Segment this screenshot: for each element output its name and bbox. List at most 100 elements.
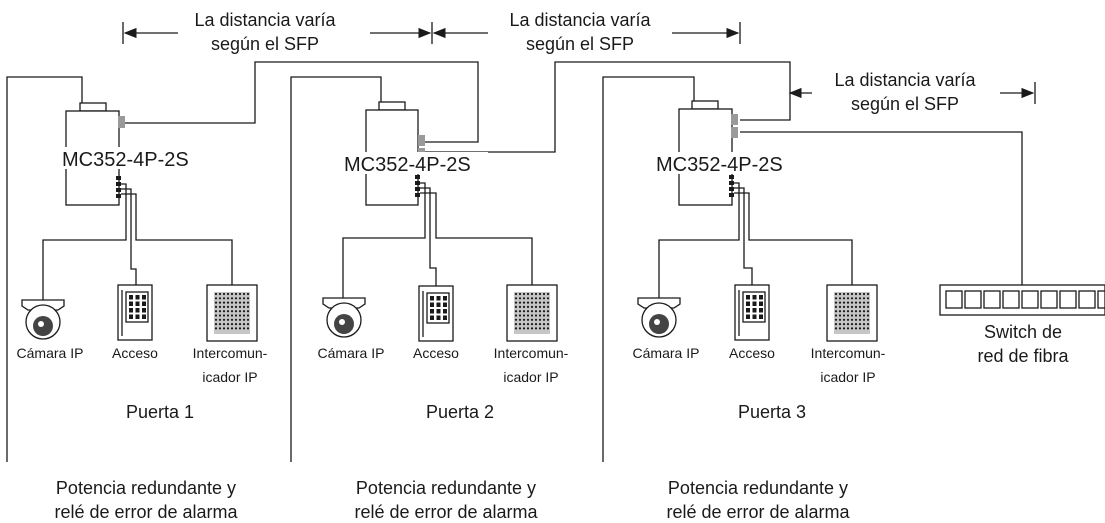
keypad-key — [746, 314, 750, 319]
speaker-hole — [862, 297, 866, 300]
speaker-hole — [838, 327, 842, 330]
keypad-key — [746, 308, 750, 313]
speaker-hole — [514, 297, 518, 300]
distance-annotation-2: La distancia varía según el SFP — [432, 10, 741, 54]
speaker-hole — [246, 327, 250, 330]
speaker-hole — [538, 305, 542, 308]
speaker-hole — [242, 305, 246, 308]
keypad-key — [752, 314, 757, 319]
speaker-hole — [230, 314, 234, 317]
speaker-hole — [842, 301, 846, 304]
speaker-hole — [842, 327, 846, 330]
keypad-key — [135, 308, 140, 313]
speaker-hole — [222, 292, 226, 296]
speaker-hole — [862, 292, 866, 296]
speaker-hole — [242, 323, 246, 326]
speaker-hole — [542, 301, 546, 304]
speaker-hole — [518, 297, 522, 300]
speaker-hole — [222, 327, 226, 330]
speaker-hole — [838, 301, 842, 304]
speaker-hole — [234, 292, 238, 296]
speaker-hole — [518, 327, 522, 330]
keypad-key — [430, 296, 434, 301]
speaker-hole — [834, 310, 838, 313]
keypad-key — [443, 309, 447, 314]
speaker-hole — [230, 305, 234, 308]
speaker-hole — [846, 305, 850, 308]
speaker-hole — [518, 301, 522, 304]
speaker-hole — [834, 292, 838, 296]
speaker-hole — [242, 310, 246, 313]
speaker-hole — [846, 292, 850, 296]
speaker-hole — [534, 297, 538, 300]
speaker-hole — [530, 310, 534, 313]
speaker-hole — [846, 327, 850, 330]
keypad-key — [430, 302, 434, 307]
speaker-hole — [234, 327, 238, 330]
media-converter-2: MC352-4P-2S — [342, 101, 533, 303]
speaker-hole — [222, 305, 226, 308]
speaker-hole — [234, 297, 238, 300]
speaker-hole — [842, 305, 846, 308]
speaker-hole — [530, 301, 534, 304]
speaker-hole — [538, 314, 542, 317]
power-label-line2: relé de error de alarma — [354, 502, 538, 522]
speaker-hole — [522, 301, 526, 304]
speaker-hole — [538, 323, 542, 326]
ip-camera-icon — [637, 297, 681, 338]
speaker-hole — [842, 314, 846, 317]
camera-label: Cámara IP — [17, 345, 84, 361]
speaker-hole — [854, 305, 858, 308]
speaker-hole — [542, 323, 546, 326]
intercom-label-line1: Intercomun- — [494, 345, 569, 361]
speaker-hole — [850, 310, 854, 313]
speaker-hole — [538, 310, 542, 313]
speaker-hole — [866, 323, 870, 326]
speaker-hole — [526, 305, 530, 308]
speaker-hole — [242, 314, 246, 317]
speaker-hole — [834, 305, 838, 308]
keypad-key — [142, 314, 146, 319]
speaker-hole — [226, 327, 230, 330]
speaker-hole — [534, 292, 538, 296]
speaker-hole — [534, 310, 538, 313]
speaker-hole — [842, 297, 846, 300]
speaker-hole — [234, 310, 238, 313]
speaker-hole — [546, 292, 550, 296]
speaker-hole — [530, 297, 534, 300]
speaker-hole — [514, 327, 518, 330]
speaker-hole — [522, 292, 526, 296]
speaker-hole — [246, 318, 250, 321]
speaker-hole — [218, 327, 222, 330]
ip-camera-icon — [21, 299, 65, 340]
device-model-label: MC352-4P-2S — [656, 154, 783, 176]
speaker-hole — [526, 310, 530, 313]
speaker-hole — [838, 323, 842, 326]
intercom-icon — [826, 284, 878, 342]
camera-label: Cámara IP — [318, 345, 385, 361]
speaker-hole — [518, 318, 522, 321]
distance-label-line1: La distancia varía — [509, 10, 651, 30]
speaker-hole — [842, 323, 846, 326]
speaker-hole — [858, 301, 862, 304]
speaker-hole — [850, 318, 854, 321]
speaker-hole — [542, 292, 546, 296]
speaker-hole — [242, 301, 246, 304]
speaker-hole — [834, 323, 838, 326]
speaker-hole — [838, 318, 842, 321]
speaker-hole — [530, 314, 534, 317]
speaker-hole — [214, 297, 218, 300]
power-label-line2: relé de error de alarma — [54, 502, 238, 522]
keypad-key — [430, 309, 434, 314]
speaker-hole — [858, 292, 862, 296]
speaker-hole — [854, 292, 858, 296]
speaker-hole — [530, 323, 534, 326]
speaker-hole — [238, 297, 242, 300]
speaker-hole — [234, 323, 238, 326]
speaker-hole — [222, 297, 226, 300]
speaker-hole — [866, 292, 870, 296]
speaker-hole — [862, 301, 866, 304]
keypad-key — [752, 301, 757, 306]
speaker-hole — [514, 305, 518, 308]
